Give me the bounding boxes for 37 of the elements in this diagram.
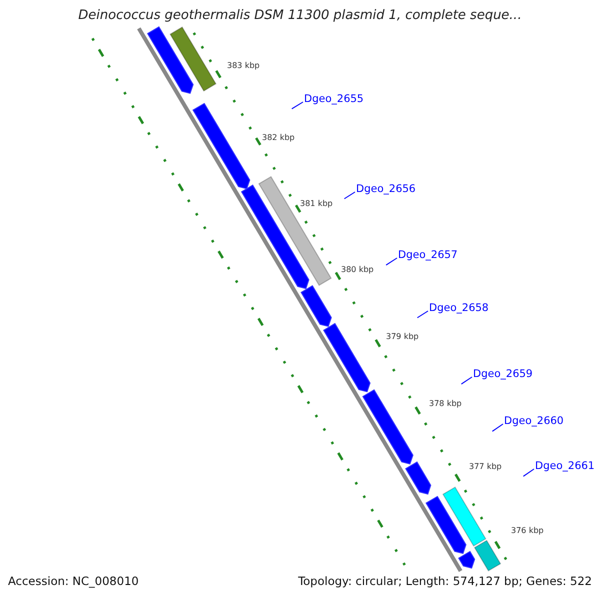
gene-feature bbox=[442, 486, 486, 547]
leader-line bbox=[291, 102, 304, 110]
gene-feature bbox=[323, 322, 371, 392]
accession-text: Accession: NC_008010 bbox=[8, 576, 139, 588]
leader-line bbox=[522, 468, 534, 477]
gene-feature bbox=[362, 389, 414, 464]
gene-feature bbox=[192, 102, 250, 190]
gene-label: Dgeo_2659 bbox=[473, 369, 533, 380]
scale-label: 377 kbp bbox=[469, 463, 502, 471]
gene-feature bbox=[474, 540, 502, 572]
gene-feature bbox=[300, 285, 332, 327]
leader-line bbox=[492, 424, 504, 432]
gene-feature bbox=[258, 176, 332, 286]
title: Deinococcus geothermalis DSM 11300 plasmid 1, complete seque... bbox=[78, 8, 522, 23]
gene-label: Dgeo_2660 bbox=[504, 416, 564, 426]
scale-label: 382 kbp bbox=[262, 134, 295, 142]
gene-label: Dgeo_2655 bbox=[304, 94, 364, 104]
leader-line bbox=[344, 192, 356, 200]
gene-feature bbox=[458, 550, 476, 569]
gene-label: Dgeo_2661 bbox=[535, 461, 595, 472]
gene-feature bbox=[147, 26, 194, 94]
scale-label: 383 kbp bbox=[227, 62, 260, 70]
leader-line bbox=[386, 258, 398, 266]
gene-label: Dgeo_2658 bbox=[429, 303, 489, 314]
scale-label: 380 kbp bbox=[341, 266, 374, 274]
gene-feature bbox=[405, 461, 432, 495]
gene-feature bbox=[426, 496, 466, 554]
scale-label: 376 kbp bbox=[511, 527, 544, 535]
scale-label: 379 kbp bbox=[386, 333, 419, 341]
leader-line bbox=[416, 310, 428, 318]
gene-label: Dgeo_2656 bbox=[356, 184, 416, 194]
leader-line bbox=[460, 376, 472, 385]
gene-feature bbox=[170, 26, 217, 92]
summary-text: Topology: circular; Length: 574,127 bp; Genes: 522 bbox=[298, 576, 592, 588]
scale-label: 381 kbp bbox=[300, 200, 333, 208]
scale-label: 378 kbp bbox=[429, 400, 462, 408]
gene-label: Dgeo_2657 bbox=[398, 250, 458, 260]
